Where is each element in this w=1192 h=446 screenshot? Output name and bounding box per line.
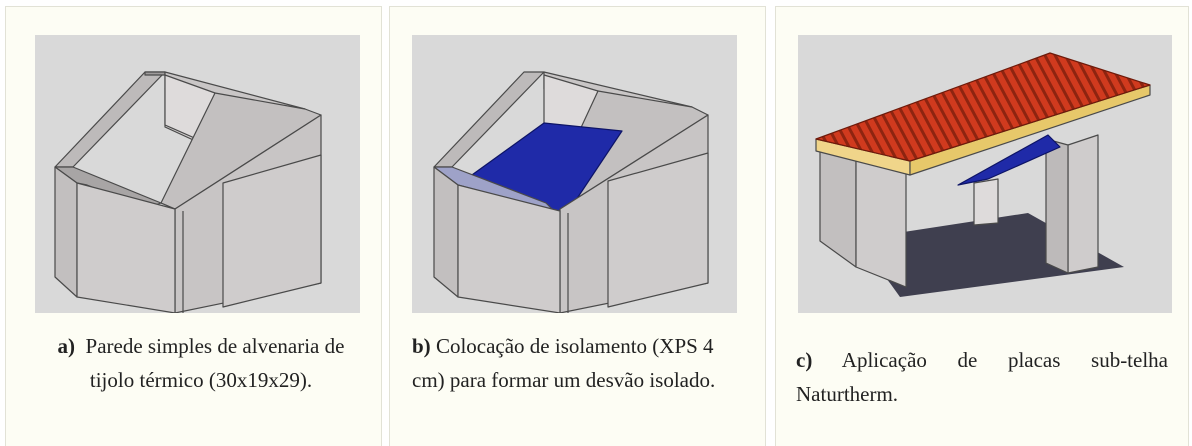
brick-walls-illustration <box>54 71 322 313</box>
wall-render-b <box>412 35 737 313</box>
caption-text-b: Colocação de isolamento (XPS 4 cm) para … <box>412 334 716 392</box>
caption-text-a: Parede simples de alvenaria de tijolo té… <box>85 334 345 392</box>
caption-a: a) Parede simples de alvenaria de tijolo… <box>36 329 366 397</box>
caption-b: b) Colocação de isolamento (XPS 4 cm) pa… <box>412 329 742 397</box>
caption-text-c: Aplicação de placas sub-telha Naturtherm… <box>796 348 1168 406</box>
caption-letter-b: b) <box>412 334 431 358</box>
insulated-attic-illustration <box>433 71 709 313</box>
figure-panel-a: a) Parede simples de alvenaria de tijolo… <box>5 6 382 446</box>
roof-tiles-illustration <box>815 52 1151 297</box>
figure-panel-c: c) Aplicação de placas sub-telha Naturth… <box>775 6 1189 446</box>
caption-letter-a: a) <box>57 334 76 358</box>
wall-render-a <box>35 35 360 313</box>
figure-panel-b: b) Colocação de isolamento (XPS 4 cm) pa… <box>389 6 766 446</box>
caption-c: c) Aplicação de placas sub-telha Naturth… <box>796 343 1168 411</box>
caption-letter-c: c) <box>796 348 813 372</box>
roof-render-c <box>798 35 1172 313</box>
